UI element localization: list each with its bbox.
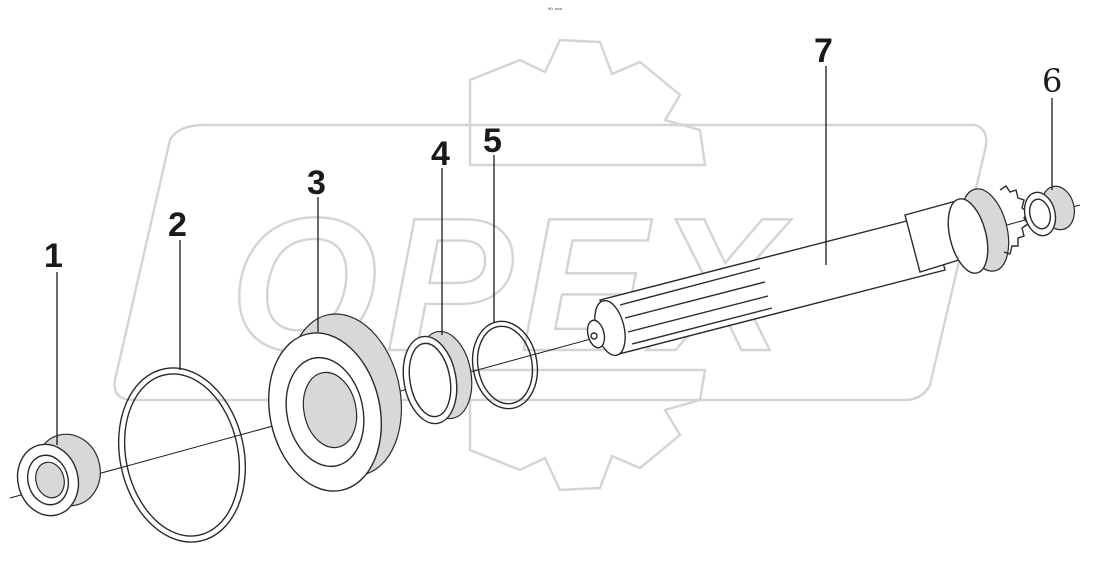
part-2-snap-ring [117, 367, 247, 543]
callout-5: 5 [483, 122, 502, 160]
callout-6: 6 [1042, 62, 1062, 100]
part-3-bearing [267, 313, 403, 492]
part-7-splined-shaft [586, 185, 1029, 357]
part-6-needle-bushing [1023, 185, 1076, 237]
callout-7: 7 [814, 32, 833, 70]
callout-1: 1 [44, 237, 63, 275]
header-mark: ⁹⁰ ᵒᵒᵒ [548, 7, 563, 14]
callout-3: 3 [307, 164, 326, 202]
part-5-retaining-ring [471, 320, 539, 410]
part-4-sleeve [402, 330, 473, 425]
callout-4: 4 [431, 135, 450, 173]
callout-2: 2 [168, 206, 187, 244]
part-1-bushing [16, 433, 101, 517]
